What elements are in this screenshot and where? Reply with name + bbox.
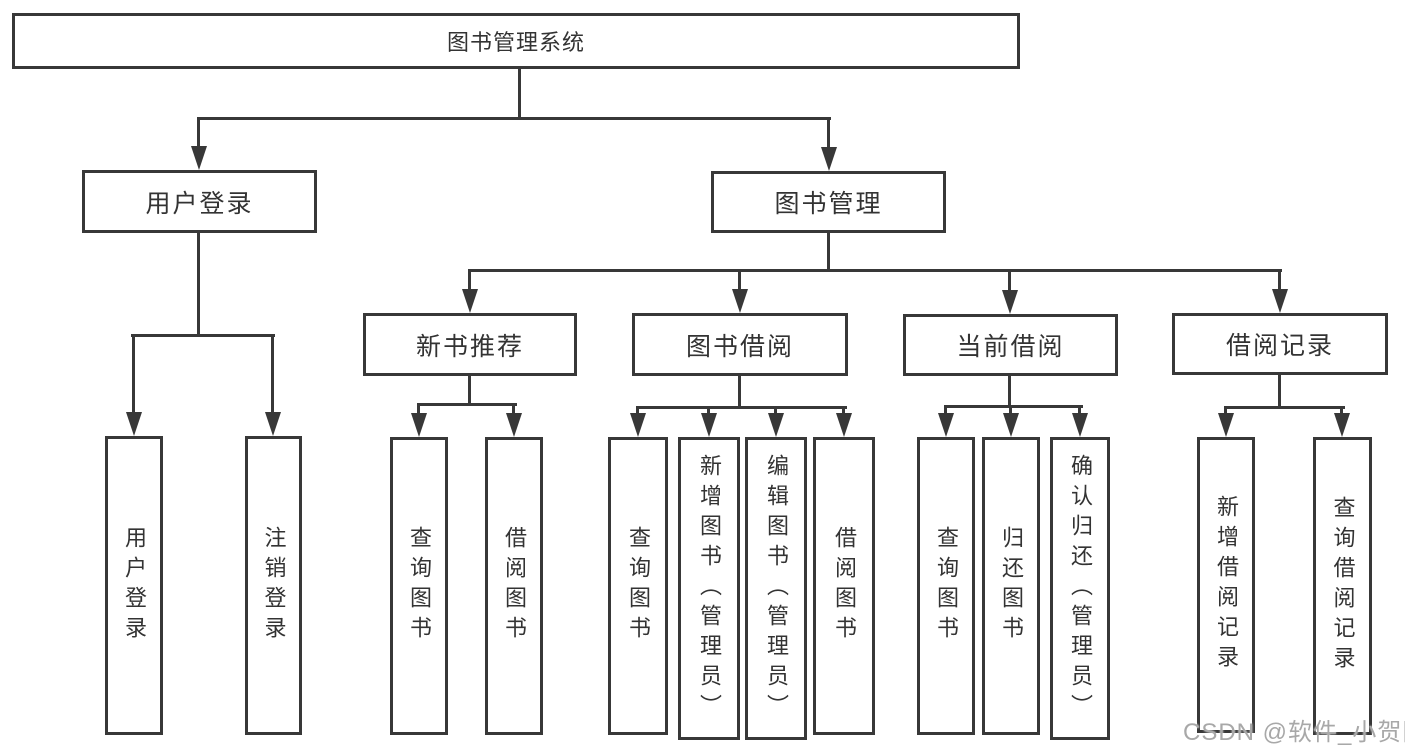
node-current-borrowing: 当前借阅 (903, 314, 1118, 376)
arrowhead (938, 413, 954, 437)
leaf-borrowing-borrow: 借阅图书 (813, 437, 875, 735)
connector-line (1224, 406, 1345, 409)
connector-line (944, 405, 947, 417)
node-new-book-recommend-label: 新书推荐 (415, 332, 524, 361)
arrowhead (506, 413, 522, 437)
leaf-current-confirm-admin: 确认归还（管理员） (1050, 437, 1110, 740)
arrowhead (1334, 413, 1350, 437)
connector-line (738, 375, 741, 409)
leaf-borrowing-add-admin-label: 新增图书（管理员） (697, 453, 722, 724)
leaf-newbooks-query-label: 查询图书 (407, 526, 432, 646)
connector-line (417, 403, 420, 417)
arrowhead (1003, 413, 1019, 437)
leaf-user-login: 用户登录 (105, 436, 163, 735)
arrowhead (191, 146, 207, 170)
connector-line (417, 403, 517, 406)
leaf-borrowing-query: 查询图书 (608, 437, 668, 735)
connector-line (774, 406, 777, 417)
connector-line (197, 117, 200, 150)
arrowhead (821, 147, 837, 171)
connector-line (468, 269, 1282, 272)
leaf-current-return-label: 归还图书 (999, 526, 1024, 646)
leaf-user-login-label: 用户登录 (122, 525, 147, 646)
leaf-newbooks-borrow-label: 借阅图书 (502, 526, 527, 646)
node-borrow-records: 借阅记录 (1172, 313, 1388, 375)
arrowhead (265, 412, 281, 436)
connector-line (512, 403, 515, 417)
leaf-borrowing-edit-admin: 编辑图书（管理员） (745, 437, 807, 740)
arrowhead (1218, 413, 1234, 437)
arrowhead (1002, 290, 1018, 314)
arrowhead (1272, 289, 1288, 313)
node-book-borrowing: 图书借阅 (632, 313, 848, 376)
arrowhead (732, 289, 748, 313)
leaf-borrowing-query-label: 查询图书 (626, 526, 651, 646)
leaf-records-add: 新增借阅记录 (1197, 437, 1255, 733)
arrowhead (630, 413, 646, 437)
arrowhead (462, 289, 478, 313)
connector-line (944, 405, 1083, 408)
node-book-management-label: 图书管理 (774, 190, 883, 218)
connector-line (707, 406, 710, 417)
leaf-records-query-label: 查询借阅记录 (1330, 496, 1356, 676)
connector-line (518, 68, 521, 120)
connector-line (636, 406, 847, 409)
connector-line (197, 232, 200, 336)
leaf-records-query: 查询借阅记录 (1313, 437, 1372, 735)
node-user-login-label: 用户登录 (145, 189, 254, 218)
connector-line (1008, 375, 1011, 408)
connector-line (1278, 269, 1281, 293)
connector-line (197, 117, 831, 120)
node-root-label: 图书管理系统 (446, 30, 585, 55)
connector-line (842, 406, 845, 417)
connector-line (1008, 269, 1011, 293)
connector-line (827, 232, 830, 272)
leaf-current-confirm-admin-label: 确认归还（管理员） (1068, 453, 1093, 724)
node-root: 图书管理系统 (12, 13, 1020, 69)
connector-line (132, 334, 135, 416)
connector-line (1224, 406, 1227, 417)
watermark: CSDN @软件_小贺同学 (1183, 719, 1405, 746)
arrowhead (701, 413, 717, 437)
connector-line (468, 375, 471, 406)
connector-line (1078, 405, 1081, 417)
leaf-current-query: 查询图书 (917, 437, 975, 735)
leaf-borrowing-borrow-label: 借阅图书 (832, 526, 857, 646)
leaf-records-add-label: 新增借阅记录 (1214, 495, 1239, 675)
connector-line (1009, 405, 1012, 417)
leaf-newbooks-query: 查询图书 (390, 437, 448, 735)
arrowhead (126, 412, 142, 436)
arrowhead (836, 413, 852, 437)
leaf-current-query-label: 查询图书 (934, 526, 959, 646)
connector-line (1340, 406, 1343, 417)
connector-line (468, 269, 471, 293)
leaf-borrowing-edit-admin-label: 编辑图书（管理员） (764, 453, 789, 724)
connector-line (131, 334, 275, 337)
node-borrow-records-label: 借阅记录 (1225, 332, 1334, 360)
leaf-newbooks-borrow: 借阅图书 (485, 437, 543, 735)
connector-line (1278, 374, 1281, 409)
leaf-current-return: 归还图书 (982, 437, 1040, 735)
node-user-login: 用户登录 (82, 170, 317, 233)
connector-line (738, 269, 741, 293)
node-book-management: 图书管理 (711, 171, 946, 233)
leaf-borrowing-add-admin: 新增图书（管理员） (678, 437, 740, 740)
node-new-book-recommend: 新书推荐 (363, 313, 577, 376)
connector-line (636, 406, 639, 417)
node-current-borrowing-label: 当前借阅 (956, 333, 1065, 361)
leaf-logout: 注销登录 (245, 436, 302, 735)
connector-line (271, 334, 274, 416)
arrowhead (1072, 413, 1088, 437)
arrowhead (411, 413, 427, 437)
connector-line (827, 117, 830, 150)
arrowhead (768, 413, 784, 437)
node-book-borrowing-label: 图书借阅 (685, 332, 794, 361)
leaf-logout-label: 注销登录 (261, 525, 287, 646)
